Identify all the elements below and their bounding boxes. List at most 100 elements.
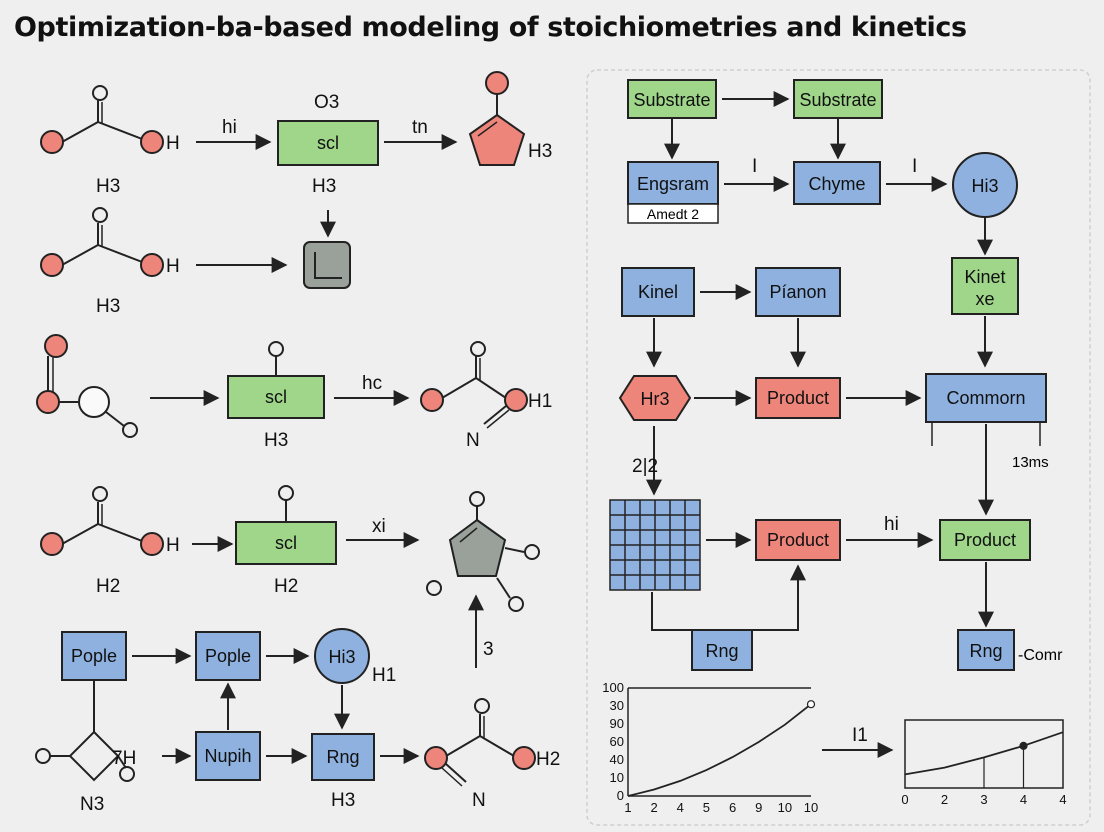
kinet-xe-box — [951, 257, 1019, 315]
data-point — [806, 700, 816, 709]
row4-reactant-molecule: H H2 — [40, 486, 180, 597]
hr3-hexagon — [618, 375, 692, 421]
row1-reactant-molecule: H H3 — [40, 85, 180, 197]
x-tick-label: 3 — [980, 792, 987, 807]
row5-left-bottom: N3 — [80, 794, 104, 815]
y-tick-label: 0 — [617, 788, 624, 803]
pople-box-2 — [195, 631, 261, 681]
substrate-box-2-label: Substrate — [799, 90, 876, 110]
row2-sub-label: H3 — [96, 296, 120, 317]
row3-product-molecule: H1 N — [420, 341, 552, 451]
grid-to-rng-line — [651, 592, 692, 631]
nupih-box — [195, 731, 261, 781]
y-tick-label: 60 — [610, 734, 624, 749]
pianon-box-label: Píanon — [769, 282, 826, 302]
x-tick-label: 4 — [1059, 792, 1066, 807]
x-tick-label: 6 — [729, 800, 736, 815]
chart-arrow-label: I1 — [852, 725, 868, 746]
product-box-3-label: Product — [954, 530, 1016, 550]
chyme-box — [793, 161, 881, 205]
row2-reactant-molecule: H H3 — [40, 207, 180, 317]
hi-label: hi — [884, 514, 899, 535]
row4-arrow-label: xi — [372, 516, 386, 537]
comr-label: -Comr — [1018, 647, 1063, 664]
product-box-2-label: Product — [767, 530, 829, 550]
row1-product-pentagon: H3 — [468, 71, 552, 166]
row3-scl-box — [227, 375, 325, 419]
rng-box-left — [311, 733, 375, 781]
x-tick-label: 2 — [941, 792, 948, 807]
pople-box-1 — [61, 631, 127, 681]
rng-box-left-label: Rng — [326, 747, 359, 767]
grid-matrix — [609, 499, 701, 591]
product-box-3 — [939, 519, 1031, 561]
row1-arrow2-label: tn — [412, 117, 428, 138]
atom-node — [140, 130, 164, 154]
x-tick-label: 5 — [703, 800, 710, 815]
product-box-2 — [755, 519, 841, 561]
hi3-circle-right-label: Hi3 — [971, 176, 998, 196]
rng-box-right-1 — [691, 629, 753, 671]
hi3-circle-right — [952, 152, 1018, 218]
row4-up-label: 3 — [483, 639, 494, 660]
row2-gray-vessel — [303, 241, 351, 289]
page-title: Optimization-ba-based modeling of stoich… — [14, 12, 967, 43]
product-box-1-label: Product — [767, 388, 829, 408]
x-tick-label: 4 — [1020, 792, 1027, 807]
row5-product-molecule: H2 N — [424, 698, 560, 811]
row1-box-top: O3 — [314, 92, 339, 113]
row3-box-bottom: H3 — [264, 430, 288, 451]
oxygen-atom — [92, 85, 108, 101]
atom-node — [40, 130, 64, 154]
row1-box-bottom: H3 — [312, 176, 336, 197]
row3-product-bottom: N — [466, 430, 480, 451]
y-tick-label: 100 — [602, 680, 624, 695]
row5-diamond-molecule: 7H N3 — [35, 680, 136, 815]
row4-mol-label: H — [166, 535, 180, 556]
row1-product-label: H3 — [528, 141, 552, 162]
series-line — [627, 703, 812, 797]
row2-mol-label: H — [166, 256, 180, 277]
right-panel — [586, 69, 1091, 826]
kinel-box-label: Kinel — [638, 282, 678, 302]
arrow-i2-label: I — [912, 156, 917, 177]
pople-box-2-label: Pople — [205, 646, 251, 666]
x-tick-label: 0 — [901, 792, 908, 807]
pople-box-1-label: Pople — [71, 646, 117, 666]
engsram-box-label: Engsram — [637, 174, 709, 194]
ratio-label: 2|2 — [632, 456, 658, 477]
row4-sub-label: H2 — [96, 576, 120, 597]
row3-arrow-label: hc — [362, 373, 382, 394]
pianon-box — [755, 267, 841, 317]
row4-box-oxygen — [278, 485, 294, 522]
row3-reactant-molecule — [36, 334, 138, 438]
row3-box-oxygen — [268, 341, 284, 376]
row5-product-label: H2 — [536, 749, 560, 770]
arrow-i1-label: I — [752, 156, 757, 177]
engsram-box — [627, 161, 719, 205]
amedt-label-box — [627, 203, 719, 224]
rng-to-product-arrow — [752, 564, 806, 631]
y-tick-label: 30 — [610, 698, 624, 713]
kinel-box — [621, 267, 695, 317]
x-tick-label: 2 — [651, 800, 658, 815]
chyme-box-label: Chyme — [808, 174, 865, 194]
row4-product-pentagon — [426, 491, 540, 612]
common-box-label: Commorn — [946, 388, 1025, 408]
y-tick-label: 90 — [610, 716, 624, 731]
amedt-label: Amedt 2 — [647, 206, 699, 222]
kinet-xe-line-1: Kinet — [964, 267, 1005, 287]
line-chart-2: 0 2 3 4 4 — [901, 719, 1067, 807]
row4-scl-box — [235, 521, 337, 565]
row3-product-label: H1 — [528, 391, 552, 412]
circle-side-label: H1 — [372, 665, 396, 686]
nupih-box-label: Nupih — [204, 746, 251, 766]
rng-box-right-2-label: Rng — [969, 641, 1002, 661]
rng-box-right-2 — [957, 629, 1015, 671]
hi3-circle-left-label: Hi3 — [328, 647, 355, 667]
row4-box-label: scl — [275, 533, 297, 553]
y-tick-label: 10 — [610, 770, 624, 785]
